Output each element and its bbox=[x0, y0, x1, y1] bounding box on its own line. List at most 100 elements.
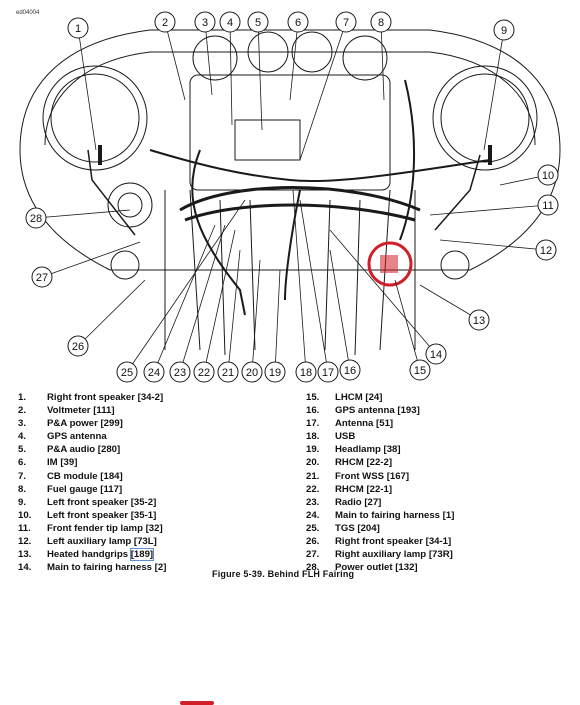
callout-number-25: 25 bbox=[121, 367, 133, 379]
callout-circle-7 bbox=[335, 11, 357, 33]
legend-text: Left front speaker [35-1] bbox=[47, 509, 157, 521]
legend-item: 22.RHCM [22-1] bbox=[306, 483, 574, 496]
legend-item: 5.P&A audio [280] bbox=[18, 443, 298, 456]
callout-circle-10 bbox=[537, 164, 559, 186]
callout-number-18: 18 bbox=[300, 367, 312, 379]
callout-circle-23 bbox=[169, 361, 191, 383]
callout-leader-24 bbox=[153, 224, 216, 373]
legend-number: 24. bbox=[306, 509, 320, 521]
legend-text: Front WSS [167] bbox=[335, 470, 410, 482]
legend-item: 17.Antenna [51] bbox=[306, 417, 574, 430]
callout-leader-1 bbox=[77, 27, 97, 151]
callout-circle-2 bbox=[154, 11, 176, 33]
legend-number: 23. bbox=[306, 496, 320, 508]
legend-item: 8.Fuel gauge [117] bbox=[18, 483, 298, 496]
callout-circle-16 bbox=[339, 359, 361, 381]
callout-number-5: 5 bbox=[255, 17, 261, 29]
legend-text: Left auxiliary lamp [73L] bbox=[47, 536, 157, 548]
legend-number: 22. bbox=[306, 483, 320, 495]
callout-leader-12 bbox=[439, 239, 547, 251]
legend-item: 6.IM [39] bbox=[18, 456, 298, 469]
callout-circle-28 bbox=[25, 207, 47, 229]
legend-text: Left front speaker [35-2] bbox=[47, 496, 157, 508]
legend-number: 15. bbox=[306, 392, 320, 403]
legend-number: 7. bbox=[18, 470, 27, 482]
legend-item: 25.TGS [204] bbox=[306, 522, 574, 535]
legend-text: Radio [27] bbox=[335, 496, 382, 508]
callout-number-14: 14 bbox=[430, 349, 442, 361]
callout-number-23: 23 bbox=[174, 367, 186, 379]
legend-text: RHCM [22-2] bbox=[335, 457, 393, 469]
callout-circle-22 bbox=[193, 361, 215, 383]
legend-item: 7. CB module [184] bbox=[18, 470, 298, 483]
legend-item: 23. Radio [27] bbox=[306, 496, 574, 509]
fairing-outline bbox=[19, 29, 561, 356]
legend-number: 5. bbox=[18, 444, 27, 456]
legend-item: 18.USB bbox=[306, 430, 574, 443]
legend-number: 21. bbox=[306, 470, 320, 482]
callout-number-2: 2 bbox=[162, 17, 168, 29]
callout-number-24: 24 bbox=[148, 367, 160, 379]
callout-leader-25 bbox=[126, 199, 246, 373]
legend-ref-highlighted: [189] bbox=[129, 548, 155, 562]
legend-text: Main to fairing harness [2] bbox=[47, 562, 167, 574]
callout-leader-27 bbox=[41, 241, 141, 278]
legend-number: 10. bbox=[18, 509, 32, 521]
callout-leader-20 bbox=[251, 259, 261, 373]
callout-number-13: 13 bbox=[473, 315, 485, 327]
callout-leader-8 bbox=[380, 21, 385, 101]
legend-number: 19. bbox=[306, 444, 320, 456]
red-underline-marker bbox=[180, 701, 214, 705]
legend-item: 4.GPS antenna bbox=[18, 430, 298, 443]
callout-number-16: 16 bbox=[344, 365, 356, 377]
callout-leader-19 bbox=[274, 269, 281, 373]
legend-number: 1. bbox=[18, 392, 27, 403]
callout-number-26: 26 bbox=[72, 341, 84, 353]
callout-number-1: 1 bbox=[75, 23, 81, 35]
legend-text: Right auxiliary lamp [73R] bbox=[335, 549, 453, 561]
callout-number-4: 4 bbox=[227, 17, 233, 29]
callout-circle-21 bbox=[217, 361, 239, 383]
legend-item: 12. Left auxiliary lamp [73L] bbox=[18, 535, 298, 548]
callout-number-9: 9 bbox=[501, 25, 507, 37]
legend-text: Main to fairing harness [1] bbox=[335, 509, 455, 521]
callout-number-10: 10 bbox=[542, 170, 554, 182]
callout-leader-11 bbox=[429, 204, 549, 216]
legend-text: Voltmeter [111] bbox=[47, 405, 115, 417]
legend-number: 26. bbox=[306, 536, 320, 548]
callout-circle-3 bbox=[194, 11, 216, 33]
legend-number: 18. bbox=[306, 431, 320, 443]
callout-number-6: 6 bbox=[295, 17, 301, 29]
callout-circle-1 bbox=[67, 17, 89, 39]
callout-circle-19 bbox=[264, 361, 286, 383]
legend-item: 10. Left front speaker [35-1] bbox=[18, 509, 298, 522]
heated-handgrip-highlight-circle bbox=[367, 241, 413, 287]
callout-number-28: 28 bbox=[30, 213, 42, 225]
legend-number: 27. bbox=[306, 549, 320, 561]
legend-text: GPS antenna [193] bbox=[335, 405, 420, 417]
legend-item: 27. Right auxiliary lamp [73R] bbox=[306, 548, 574, 561]
callout-circle-24 bbox=[143, 361, 165, 383]
callout-number-15: 15 bbox=[414, 365, 426, 377]
callout-circle-20 bbox=[241, 361, 263, 383]
callout-leader-6 bbox=[289, 21, 299, 101]
legend-number: 12. bbox=[18, 536, 32, 548]
figure-caption: Figure 5-39. Behind FLH Fairing bbox=[212, 569, 355, 579]
callout-number-21: 21 bbox=[222, 367, 234, 379]
callout-number-7: 7 bbox=[343, 17, 349, 29]
callout-leader-9 bbox=[483, 29, 505, 151]
callout-circle-12 bbox=[535, 239, 557, 261]
legend-text: LHCM [24] bbox=[335, 392, 383, 403]
callout-leader-5 bbox=[257, 21, 263, 131]
callout-leader-15 bbox=[394, 279, 421, 371]
legend-text: Fuel gauge [117] bbox=[47, 483, 123, 495]
legend-number: 25. bbox=[306, 522, 320, 534]
callout-circle-11 bbox=[537, 194, 559, 216]
callout-leader-7 bbox=[299, 21, 347, 161]
legend-number: 9. bbox=[18, 496, 27, 508]
callout-leader-23 bbox=[179, 224, 226, 373]
callout-circle-9 bbox=[493, 19, 515, 41]
legend-text: CB module [184] bbox=[47, 470, 123, 482]
legend-item-highlighted: 13.Heated handgrips [189] bbox=[18, 548, 298, 705]
legend-number: 16. bbox=[306, 405, 320, 417]
